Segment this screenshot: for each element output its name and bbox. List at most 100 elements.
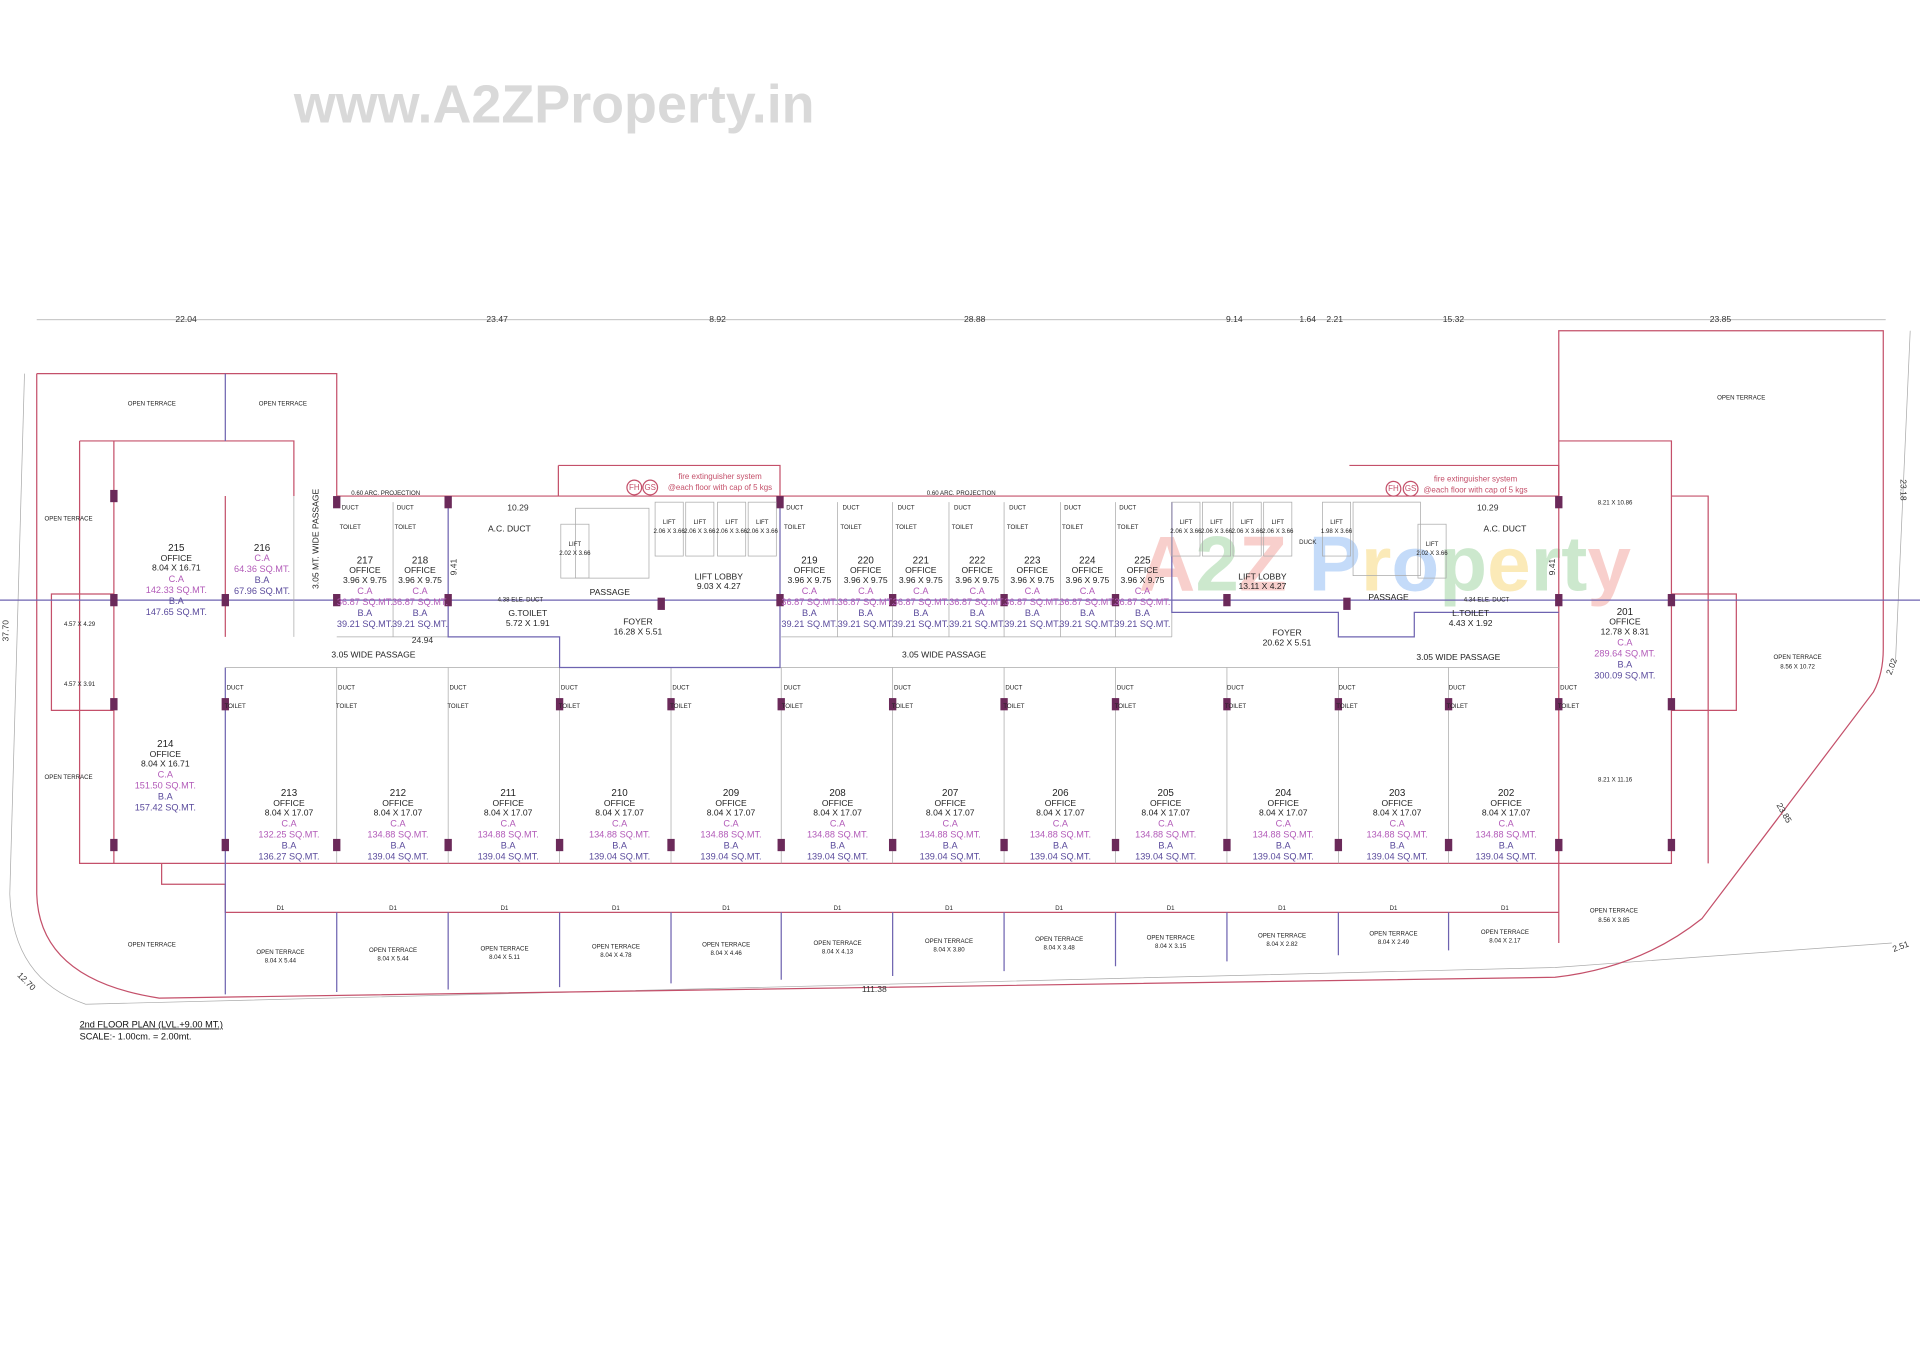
carpet-area: 36.87 SQ.MT. [1059, 597, 1115, 607]
duct-label: DUCT [1005, 685, 1022, 692]
toilet-label: TOILET [952, 524, 974, 531]
carpet-area: 134.88 SQ.MT. [920, 830, 981, 840]
room-label: 8.21 X 11.16 [1598, 776, 1633, 783]
toilet-label: TOILET [784, 524, 806, 531]
open-terrace-label: OPEN TERRACE [369, 947, 417, 954]
office-number: 207 [942, 788, 958, 799]
carpet-area-label: C.A [412, 586, 428, 596]
office-size: 3.96 X 9.75 [899, 575, 943, 585]
carpet-area-label: C.A [158, 770, 174, 780]
toilet-label: TOILET [1447, 703, 1469, 710]
built-area-label: B.A [1025, 608, 1041, 618]
open-terrace-size: 8.04 X 3.15 [1155, 943, 1187, 950]
carpet-area: 134.88 SQ.MT. [1030, 830, 1091, 840]
duct-label: DUCT [784, 685, 801, 692]
lift-size: 2.06 X 3.66 [716, 528, 748, 535]
carpet-area: 134.88 SQ.MT. [1253, 830, 1314, 840]
room-label: OPEN TERRACE [259, 400, 307, 407]
carpet-area-label: C.A [943, 819, 959, 829]
open-terrace-label: OPEN TERRACE [480, 945, 528, 952]
room-size: 13.11 X 4.27 [1238, 581, 1286, 591]
built-area-label: B.A [1499, 841, 1515, 851]
top-dimension: 28.88 [964, 314, 986, 324]
office-size: 8.04 X 17.07 [1482, 808, 1531, 818]
duct-label: DUCT [1064, 505, 1081, 512]
room-label: OPEN TERRACE [1774, 654, 1822, 661]
toilet-label: TOILET [447, 703, 469, 710]
lift-label: LIFT [694, 519, 707, 526]
built-area-label: B.A [391, 841, 407, 851]
top-dimension: 8.92 [709, 314, 726, 324]
column-pillar [444, 838, 452, 852]
top-dimension: 1.64 [1299, 314, 1316, 324]
door-d1: D1 [1501, 905, 1509, 912]
office-type: OFFICE [1072, 565, 1104, 575]
office-number: 216 [254, 543, 271, 554]
toilet-label: TOILET [670, 703, 692, 710]
dimension-passage-len: 24.94 [412, 635, 434, 645]
open-terrace-size: 8.04 X 3.80 [933, 947, 965, 954]
door-d1: D1 [722, 905, 730, 912]
duct-label: DUCT [894, 685, 911, 692]
carpet-area: 151.50 SQ.MT. [135, 781, 196, 791]
duct-label: DUCT [1119, 505, 1136, 512]
duct-label: DUCT [1117, 685, 1134, 692]
column-pillar [1667, 594, 1676, 607]
fire-hydrant-icon [1385, 480, 1402, 497]
lift-size: 1.98 X 3.66 [1321, 528, 1353, 535]
building-outline [36, 330, 1884, 999]
built-area-label: B.A [413, 608, 429, 618]
built-area-label: B.A [1053, 841, 1069, 851]
column-pillar [1111, 838, 1120, 852]
toilet-label: TOILET [1115, 703, 1137, 710]
office-type: OFFICE [794, 565, 826, 575]
built-area-label: B.A [1276, 841, 1292, 851]
toilet-label: TOILET [1062, 524, 1084, 531]
door-d1: D1 [501, 905, 509, 912]
carpet-area: 36.87 SQ.MT. [781, 597, 837, 607]
top-dimension: 22.04 [175, 314, 197, 324]
column-pillar [110, 838, 118, 852]
column-pillar [1000, 698, 1008, 711]
toilet-label: TOILET [1225, 703, 1247, 710]
room-label: A.C. DUCT [488, 524, 532, 534]
dimension-right: 23.18 [1898, 479, 1908, 501]
built-area: 39.21 SQ.MT. [781, 619, 837, 629]
office-number: 223 [1024, 555, 1041, 566]
column-pillar [333, 594, 341, 607]
column-pillar [333, 838, 341, 852]
office-number: 214 [157, 739, 174, 750]
office-type: OFFICE [1490, 798, 1522, 808]
room-label: 4.38 ELE. DUCT [498, 596, 544, 603]
office-number: 225 [1134, 555, 1151, 566]
room-label: OPEN TERRACE [128, 400, 176, 407]
column-pillar [657, 597, 665, 610]
duct-label: DUCT [1009, 505, 1026, 512]
column-pillar [1334, 698, 1343, 711]
column-pillar [888, 698, 897, 711]
room-label: 3.05 WIDE PASSAGE [1416, 652, 1500, 662]
office-number: 210 [611, 788, 628, 799]
duct-label: DUCT [338, 685, 355, 692]
toilet-label: TOILET [336, 703, 358, 710]
carpet-area: 134.88 SQ.MT. [1135, 830, 1196, 840]
office-type: OFFICE [1268, 798, 1300, 808]
lift-shaft [1202, 501, 1231, 557]
partition-lines [225, 496, 1559, 864]
room-size: 16.28 X 5.51 [614, 626, 663, 636]
top-dimension: 23.85 [1710, 314, 1732, 324]
office-number: 203 [1389, 788, 1406, 799]
office-size: 8.04 X 17.07 [595, 808, 644, 818]
office-size: 3.96 X 9.75 [343, 575, 387, 585]
column-pillar [1667, 838, 1676, 852]
office-type: OFFICE [961, 565, 993, 575]
duct-label: DUCT [954, 505, 971, 512]
built-area-label: B.A [1135, 608, 1151, 618]
open-terrace-label: OPEN TERRACE [1258, 932, 1306, 939]
carpet-area-label: C.A [390, 819, 406, 829]
toilet-label: TOILET [1007, 524, 1029, 531]
office-number: 213 [281, 788, 298, 799]
carpet-area-label: C.A [1025, 586, 1041, 596]
open-terrace-label: OPEN TERRACE [1147, 934, 1195, 941]
